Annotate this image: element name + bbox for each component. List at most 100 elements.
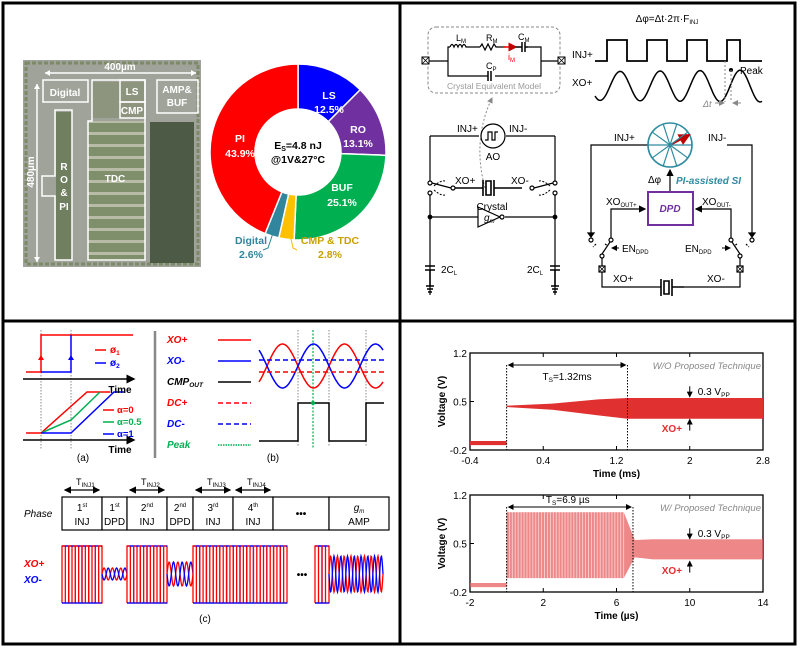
time-label-bottom: Time — [108, 445, 132, 456]
phase-cell-top: gm — [354, 503, 365, 515]
model-callout-arrow — [479, 97, 493, 189]
technique-label: W/ Proposed Technique — [660, 503, 761, 514]
slice-value-digital: 2.6% — [239, 249, 264, 261]
xo-plus-wave-label: XO+ — [572, 78, 592, 89]
interval-label: TINJ4 — [247, 477, 266, 489]
trace-label: XO+ — [662, 424, 682, 435]
donut-center-line1: ES=4.8 nJ — [274, 140, 322, 153]
die-tdc-region — [88, 121, 145, 261]
cmp-tdc-leader-line — [289, 233, 298, 251]
circuit-inj-plus-label: INJ+ — [457, 124, 478, 135]
capacitor-cp-icon — [487, 71, 492, 81]
block-ro-pi-outline — [41, 109, 73, 261]
crystal-label: Crystal — [476, 202, 507, 213]
block-amp-buf-label-2: BUF — [167, 98, 188, 109]
phase-cell-bottom: AMP — [348, 517, 370, 528]
alpha05-trace — [40, 391, 101, 434]
y-tick-label: 1.2 — [453, 349, 467, 360]
legend-label-xo-: XO+ — [166, 335, 187, 346]
y-axis-label: Voltage (V) — [437, 376, 448, 427]
block-ls-label: LS — [126, 87, 139, 98]
phase-cell-top: 3rd — [208, 503, 219, 514]
pi-wheel-spoke — [651, 144, 671, 159]
x-tick-label: 10 — [684, 598, 696, 609]
x-tick-label: 2 — [540, 598, 546, 609]
x-tick-label: 6 — [614, 598, 620, 609]
pi-wheel-spoke — [669, 144, 678, 167]
legend-label-alpha: α=0.5 — [117, 417, 142, 428]
x-tick-label: -2 — [466, 598, 475, 609]
cm-label: CM — [518, 32, 530, 44]
inductor-lm-icon — [449, 43, 480, 49]
peak-marker — [311, 401, 315, 405]
delta-t-label: Δt — [702, 99, 712, 109]
block-ro-pi-label-pi: PI — [59, 202, 69, 213]
slice-name-digital: Digital — [235, 235, 267, 247]
cmp-out-trace — [259, 402, 384, 442]
donut-center-line2: @1V&27°C — [271, 154, 326, 166]
slice-value-buf: 25.1% — [327, 197, 357, 209]
im-label: iM — [508, 52, 515, 64]
cl-left-label: 2CL — [441, 265, 458, 277]
phase-cell-bottom: DPD — [169, 517, 190, 528]
amplitude-label: 0.3 VPP — [698, 529, 730, 541]
interval-label: TINJ3 — [207, 477, 226, 489]
phase-cell — [166, 496, 194, 531]
slice-value-ro: 13.1% — [343, 138, 373, 150]
pi-wheel-spoke — [669, 144, 689, 159]
phase-cell — [328, 496, 390, 531]
pi-wheel-spoke — [651, 131, 671, 146]
settling-time-label: TS=6.9 µs — [546, 495, 590, 507]
pi-inj-plus-label: INJ+ — [614, 133, 635, 144]
die-pad-ring — [24, 61, 200, 266]
legend-label-peak: Peak — [167, 440, 191, 451]
resistor-rm-icon — [479, 42, 506, 52]
technique-label: W/O Proposed Technique — [653, 361, 761, 372]
series-xo-plus-envelope — [470, 512, 763, 588]
subfigure-c: Phase 1stINJ1stDPD2ndINJ2ndDPD3rdINJ4thI… — [23, 477, 390, 625]
x-axis-label: Time (ms) — [593, 469, 640, 480]
pi-assisted-label: PI-assisted SI — [676, 176, 741, 187]
crystal-model-box — [427, 26, 561, 94]
capacitor-cm-icon — [516, 42, 528, 52]
injection-timing-diagram: Δφ=Δt·2π·FINJ INJ+ XO+ Peak Δt — [572, 14, 764, 109]
lm-label: LM — [456, 33, 466, 45]
caption-a: (a) — [77, 453, 89, 464]
phase-cell-top: 2nd — [174, 503, 186, 514]
rm-label: RM — [486, 33, 498, 45]
donut-center-label: ES=4.8 nJ @1V&27°C — [271, 140, 326, 166]
phase-cell-bottom: INJ — [206, 517, 221, 528]
slice-value-pi: 43.9% — [225, 148, 255, 160]
phase-cell-bottom: INJ — [75, 517, 90, 528]
pi-wheel-spoke — [669, 131, 689, 146]
trace-label: XO+ — [662, 566, 682, 577]
pi-wheel-spoke — [669, 123, 678, 146]
inj-plus-wave-label: INJ+ — [572, 50, 593, 61]
donut-slice-buf — [293, 152, 387, 241]
die-top-logic — [92, 82, 144, 118]
x-tick-label: 2 — [687, 456, 693, 467]
pi-xo-minus-label: XO- — [707, 274, 725, 285]
ao-source-icon — [480, 123, 506, 149]
gm-label: gm — [484, 213, 495, 225]
ao-label: AO — [486, 152, 501, 163]
block-amp-buf-label-1: AMP& — [162, 85, 191, 96]
alpha1-trace — [41, 391, 124, 434]
peak-label: Peak — [740, 66, 764, 77]
die-ro-region — [56, 112, 72, 260]
legend-label-cmp: CMPOUT — [167, 377, 204, 389]
slice-name-pi: PI — [235, 133, 245, 145]
phi1-trace — [26, 334, 133, 373]
phase-row-label: Phase — [24, 509, 53, 520]
crystal-model-label: Crystal Equivalent Model — [447, 81, 541, 91]
pi-assisted-circuit — [586, 122, 757, 296]
block-digital-label: Digital — [50, 88, 81, 99]
block-ro-pi-label-o: O — [60, 175, 68, 186]
block-ro-pi-label-r: R — [60, 162, 68, 173]
phase-cell-bottom: DPD — [104, 517, 125, 528]
x-tick-label: 2.8 — [756, 456, 770, 467]
amplitude-label: 0.3 VPP — [698, 387, 730, 399]
